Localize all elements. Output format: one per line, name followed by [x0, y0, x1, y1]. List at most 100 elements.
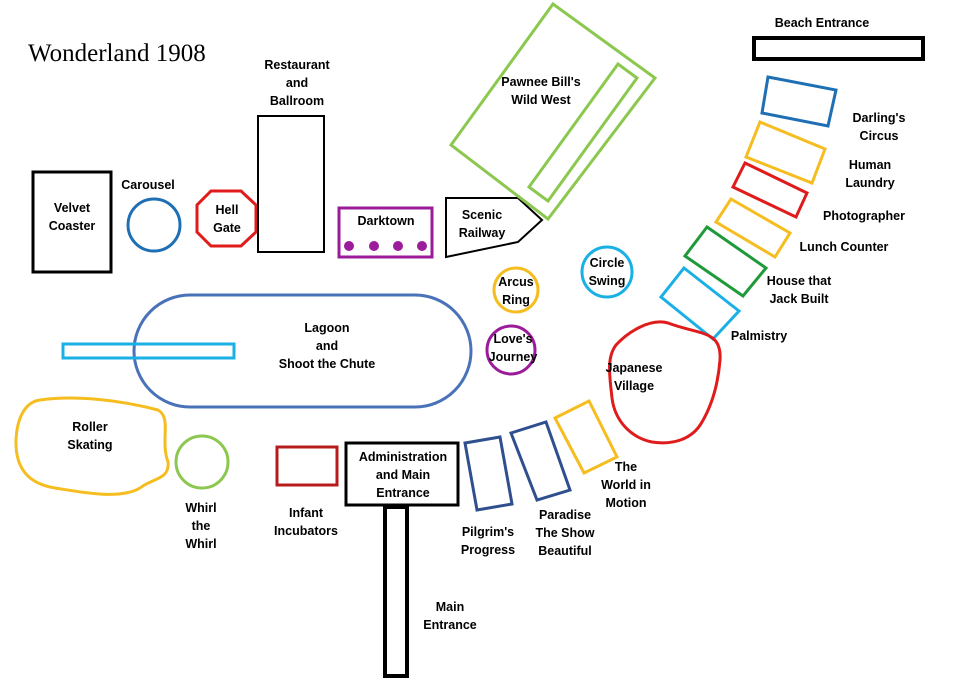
beach-entrance-shape [752, 36, 925, 61]
arcus-ring-label-line: Arcus [498, 275, 533, 289]
darktown-shape [337, 206, 434, 259]
lunch-counter-label-line: Lunch Counter [800, 240, 889, 254]
photographer-label: Photographer [823, 209, 905, 223]
velvet-coaster-label-line: Coaster [49, 219, 96, 233]
darktown-label-line: Darktown [358, 214, 415, 228]
carousel-label: Carousel [121, 178, 175, 192]
scenic-railway-label-line: Scenic [462, 208, 502, 222]
darktown-dot [369, 241, 379, 251]
restaurant-label-line: and [286, 76, 308, 90]
pilgrims-progress-label-line: Progress [461, 543, 515, 557]
scenic-railway-shape [445, 197, 544, 259]
whirl-label-line: Whirl [185, 537, 216, 551]
pawnee-bill-label-line: Wild West [511, 93, 571, 107]
whirl-label-line: the [192, 519, 211, 533]
photographer-shape [730, 161, 809, 220]
darktown-dot [417, 241, 427, 251]
whirl-shape [174, 434, 230, 490]
house-jack-shape [682, 224, 769, 299]
paradise-label-line: Beautiful [538, 544, 591, 558]
human-laundry-label-line: Human [849, 158, 891, 172]
restaurant-label-line: Restaurant [264, 58, 330, 72]
pilgrims-progress-label-line: Pilgrim's [462, 525, 514, 539]
circle-swing-shape [580, 245, 634, 299]
darktown-dot [393, 241, 403, 251]
pilgrims-progress-shape [463, 435, 514, 512]
shoot-the-chute-shape [61, 342, 236, 360]
house-jack-label-line: House that [767, 274, 832, 288]
administration-label-line: and Main [376, 468, 430, 482]
infant-incubators-shape [275, 445, 339, 487]
pawnee-bill-inner-shape [526, 61, 640, 204]
hell-gate-label-line: Gate [213, 221, 241, 235]
administration-label-line: Entrance [376, 486, 430, 500]
infant-incubators-label-line: Infant [289, 506, 324, 520]
palmistry-shape [658, 265, 742, 342]
pawnee-bill-label-line: Pawnee Bill's [501, 75, 580, 89]
velvet-coaster-label-line: Velvet [54, 201, 91, 215]
restaurant-label-line: Ballroom [270, 94, 324, 108]
world-in-motion-label-line: World in [601, 478, 651, 492]
beach-entrance-label: Beach Entrance [775, 16, 870, 30]
roller-skating-label-line: Skating [67, 438, 112, 452]
pawnee-bill-shape [448, 1, 658, 222]
loves-journey-label-line: Journey [489, 350, 538, 364]
japanese-village-shape [608, 320, 722, 445]
paradise-label-line: Paradise [539, 508, 591, 522]
lagoon-label-line: and [316, 339, 338, 353]
infant-incubators-label-line: Incubators [274, 524, 338, 538]
palmistry-label: Palmistry [731, 329, 787, 343]
world-in-motion-label-line: Motion [606, 496, 647, 510]
scenic-railway-label-line: Railway [459, 226, 506, 240]
restaurant-shape [257, 115, 325, 253]
loves-journey-label-line: Love's [493, 332, 532, 346]
human-laundry-label-line: Laundry [845, 176, 894, 190]
photographer-label-line: Photographer [823, 209, 905, 223]
darlings-circus-shape [760, 75, 838, 128]
world-in-motion-label-line: The [615, 460, 637, 474]
japanese-village-label-line: Village [614, 379, 654, 393]
hell-gate-shape [195, 189, 258, 248]
arcus-ring-shape [492, 266, 540, 314]
house-jack-label-line: Jack Built [769, 292, 829, 306]
circle-swing-label-line: Swing [589, 274, 626, 288]
world-in-motion-shape [552, 398, 620, 475]
map-title: Wonderland 1908 [28, 40, 206, 67]
lagoon-shape [132, 293, 473, 409]
whirl-label-line: Whirl [185, 501, 216, 515]
circle-swing-label-line: Circle [590, 256, 625, 270]
palmistry-label-line: Palmistry [731, 329, 787, 343]
velvet-coaster-shape [31, 170, 113, 274]
darktown-dot [344, 241, 354, 251]
lunch-counter-label: Lunch Counter [800, 240, 889, 254]
darlings-circus-label-line: Darling's [853, 111, 906, 125]
lagoon-label-line: Lagoon [304, 321, 349, 335]
arcus-ring-label-line: Ring [502, 293, 530, 307]
human-laundry-shape [744, 120, 827, 185]
roller-skating-shape [14, 396, 170, 496]
hell-gate-label-line: Hell [216, 203, 239, 217]
paradise-label-line: The Show [535, 526, 594, 540]
japanese-village-label-line: Japanese [606, 361, 663, 375]
lunch-counter-shape [713, 196, 793, 260]
main-entrance-label-line: Main [436, 600, 464, 614]
lagoon-label-line: Shoot the Chute [279, 357, 376, 371]
